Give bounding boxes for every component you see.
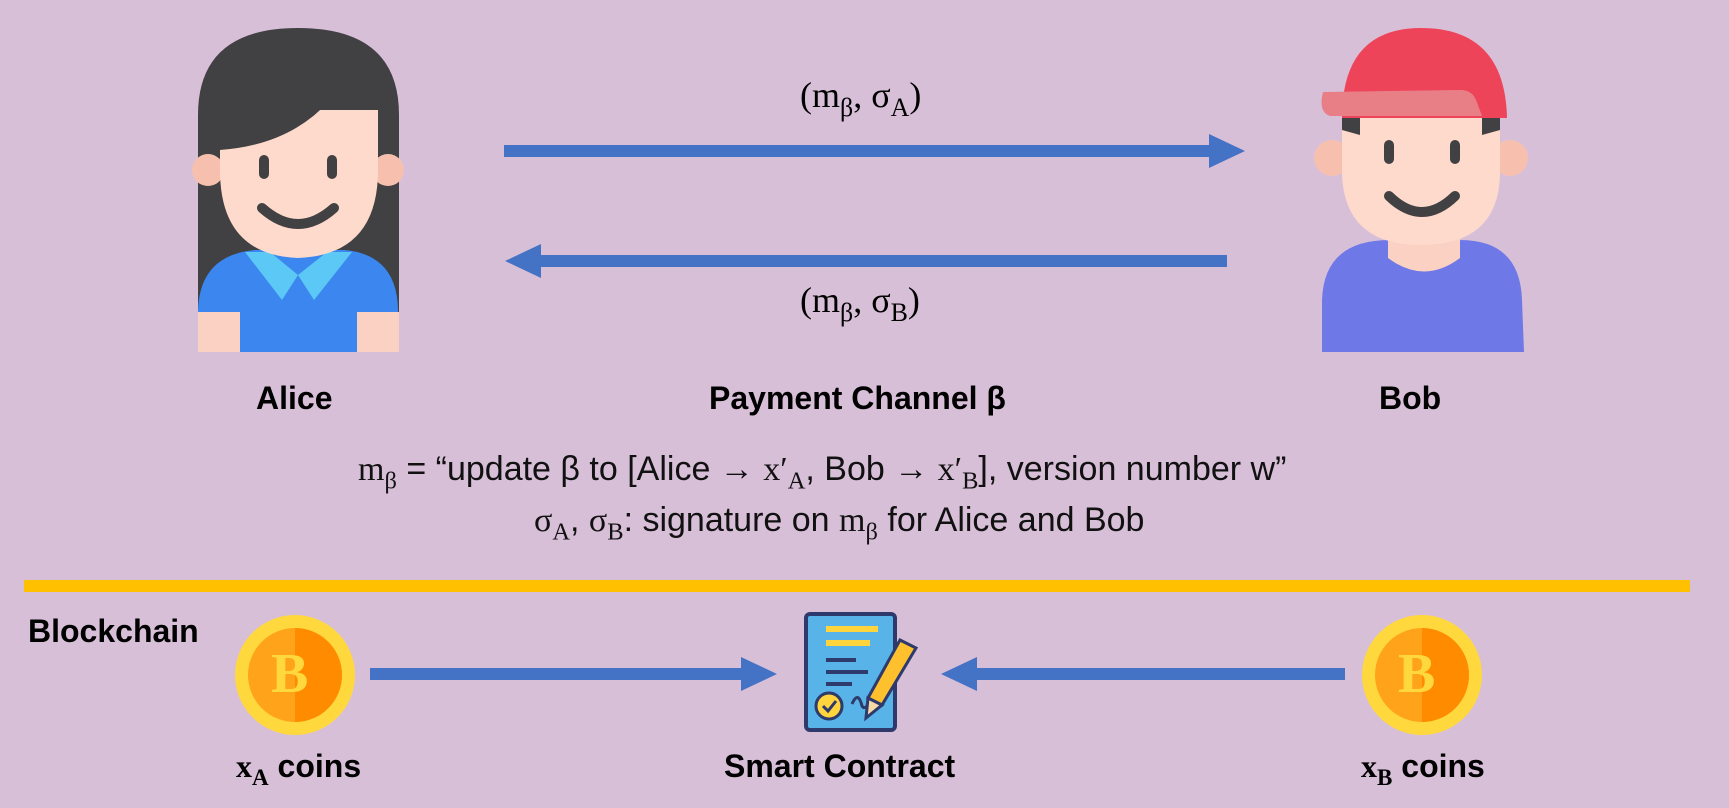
blockchain-label: Blockchain <box>28 613 199 649</box>
coin-b-symbol: B <box>1398 643 1436 705</box>
message-to-alice: (mβ, σB) <box>800 280 920 328</box>
coin-b-label: xB coins <box>1361 748 1485 791</box>
channel-label: Payment Channel β <box>709 380 1006 416</box>
message-to-bob: (mβ, σA) <box>800 75 922 123</box>
alice-label: Alice <box>256 380 333 416</box>
message-definition: mβ = “update β to [Alice → x′A, Bob → x′… <box>358 450 1287 495</box>
bob-label: Bob <box>1379 380 1442 416</box>
coin-a-symbol: B <box>271 643 309 705</box>
coin-a-label: xA coins <box>236 748 362 791</box>
signature-definition: σA, σB: signature on mβ for Alice and Bo… <box>534 501 1145 546</box>
blockchain-divider <box>24 580 1690 592</box>
contract-label: Smart Contract <box>724 748 956 784</box>
